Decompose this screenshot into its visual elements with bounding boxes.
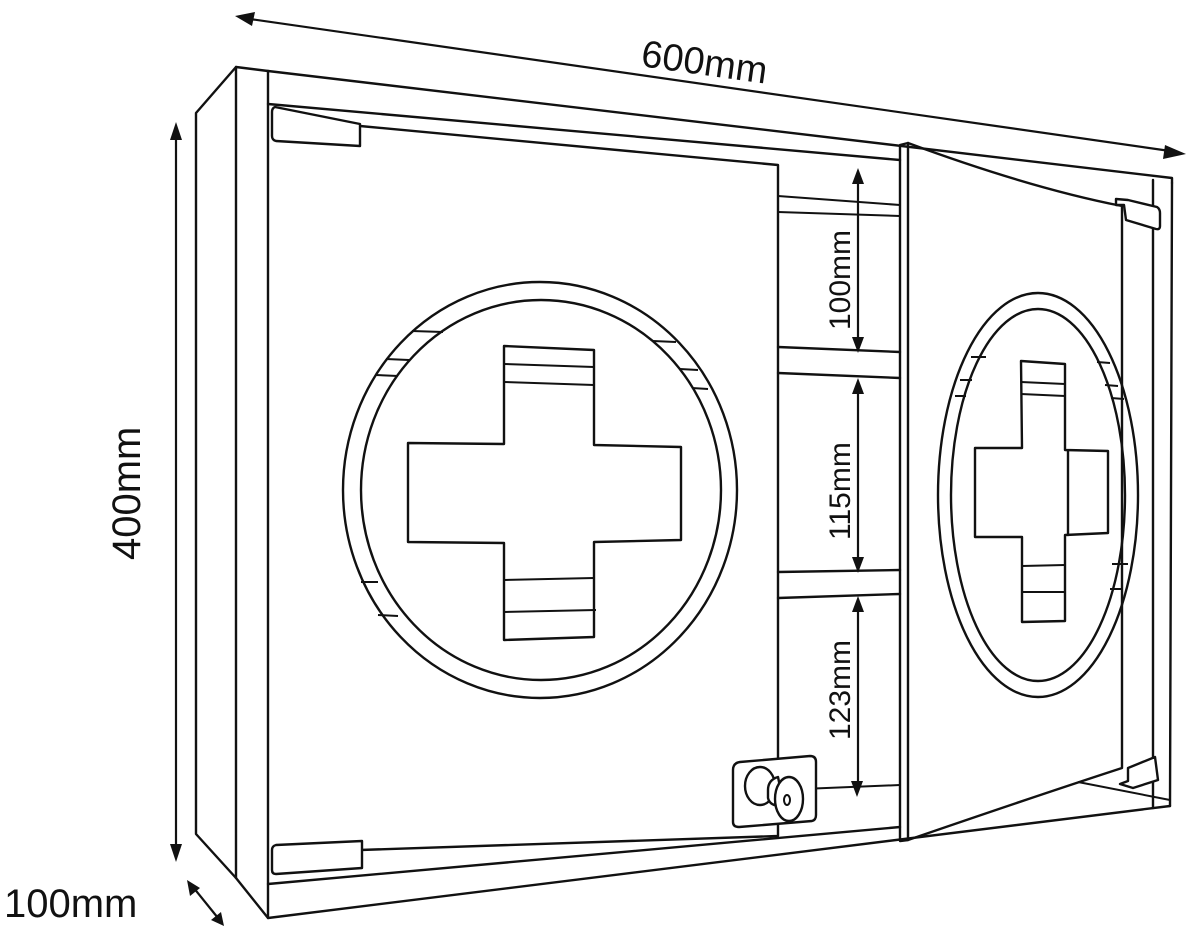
first-aid-cross [973,359,1110,624]
dimension-depth: 100mm [4,880,224,926]
arrow-right-icon [1163,145,1186,159]
compartment-dimensions: 100mm 115mm 123mm [824,168,864,797]
ring-tick [1110,397,1125,400]
ring-tick [377,614,399,617]
arrow-up-icon [852,168,864,184]
width-label: 600mm [639,33,770,92]
dimension-height: 400mm [105,122,182,862]
key-lock[interactable] [731,754,818,829]
width-dimension-line [249,17,1171,153]
door-shadow-edge [1077,781,1171,801]
keyhole-icon [783,794,791,806]
depth-label: 100mm [4,882,137,926]
arrow-up-icon [170,122,182,140]
ring-tick [679,368,699,371]
arrow-up-left-icon [187,880,200,896]
shelf-2-bottom [776,592,902,600]
arrow-down-icon [852,557,864,573]
right-door-edge [898,141,910,843]
ring-tick [1096,361,1111,364]
depth-dimension-line [192,886,219,919]
ring-tick [374,374,399,377]
top-inner-edge-2 [777,211,901,217]
arrow-left-icon [235,12,255,26]
frame-bottom-rail [266,825,902,886]
cabinet-body [194,65,1174,920]
arrow-down-icon [851,781,863,797]
arrow-down-right-icon [211,912,224,926]
shelf-1-bottom [776,371,902,380]
ring-tick [1104,384,1119,387]
arrow-up-icon [852,378,864,394]
emblem-outer-ring [341,280,739,700]
emblem-outer-ring [936,291,1140,699]
ring-tick [385,358,410,361]
right-door [898,141,1171,843]
cross-band [1021,564,1066,567]
top-inner-edge [777,195,901,206]
cross-band [1020,381,1066,385]
cross-band [503,609,597,613]
cross-band [503,363,595,368]
compartment-middle-label: 115mm [824,442,857,540]
frame-right-stile-outer [1168,181,1174,808]
height-label: 400mm [105,427,149,560]
compartment-top-label: 100mm [824,230,857,330]
compartment-bottom-label: 123mm [824,640,857,740]
shelf-2-top [776,568,902,574]
ring-tick [652,340,677,343]
arrow-down-icon [852,337,864,353]
right-top-hinge-bracket [1114,197,1162,231]
shelf-1-top [776,345,902,354]
cross-band [1020,393,1066,397]
first-aid-cross [406,344,683,642]
left-door [270,105,818,876]
right-door-face [906,141,1124,842]
cross-band [503,381,595,386]
frame-top-rail [266,102,902,162]
left-top-hinge-bracket [270,105,362,148]
cabinet-bottom-edge [234,804,1172,920]
arrow-down-icon [170,844,182,862]
left-bottom-hinge-bracket [270,839,364,876]
arrow-up-icon [852,596,864,612]
cabinet-side-panel [194,65,238,880]
right-cross-emblem [936,291,1140,699]
shelves [776,195,902,791]
cabinet-top-edge [234,65,1174,185]
left-cross-emblem [341,280,739,700]
cross-band [503,577,595,581]
left-door-outline [278,118,780,860]
emblem-inner-ring [359,298,723,682]
ring-tick [411,330,444,333]
emblem-inner-ring [949,307,1127,683]
ring-tick [691,387,709,390]
dimension-width: 600mm [235,12,1186,159]
right-bottom-hinge-bracket [1118,755,1160,790]
